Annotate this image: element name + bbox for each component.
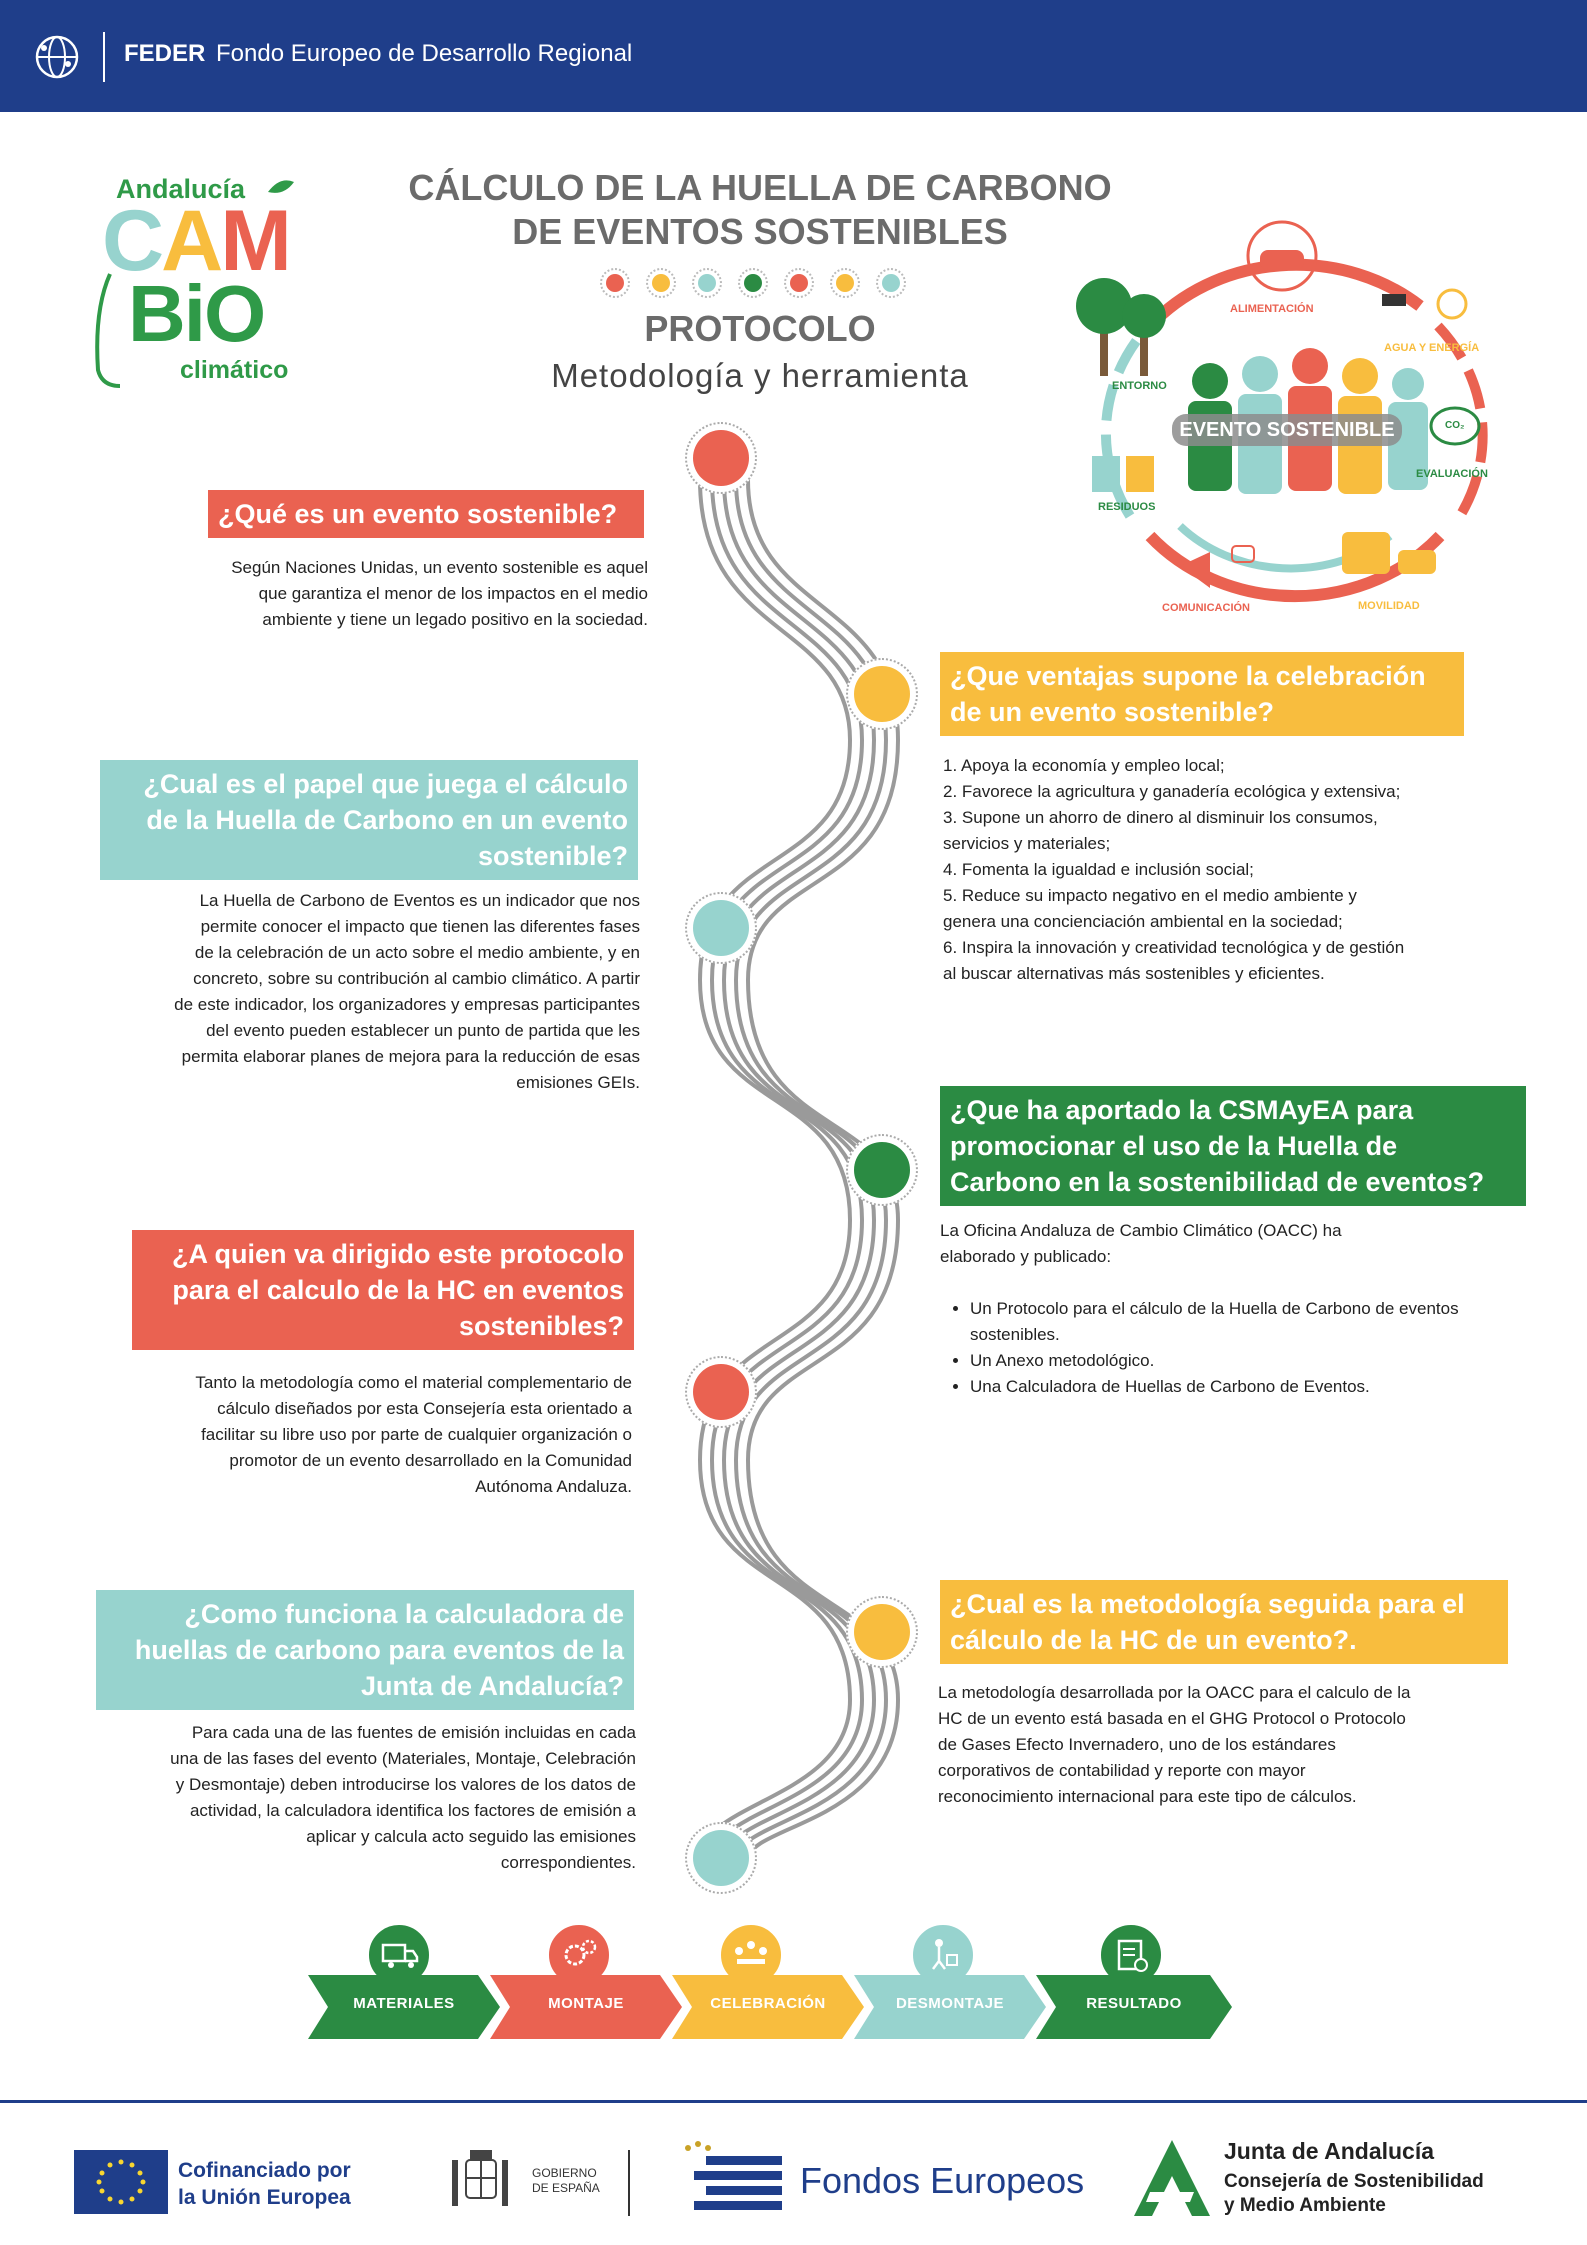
section-body-6: La metodología desarrollada por la OACC …: [938, 1683, 1411, 1806]
top-bar: FEDER Fondo Europeo de Desarrollo Region…: [0, 0, 1587, 112]
protocolo-heading: PROTOCOLO: [644, 308, 876, 349]
section-body-7: Para cada una de las fuentes de emisión …: [170, 1723, 636, 1872]
color-dots: [600, 268, 920, 300]
eu-flag-icon: [74, 2150, 168, 2214]
timeline-node-4: [846, 1134, 918, 1206]
diagram-center-label: EVENTO SOSTENIBLE: [1179, 419, 1395, 441]
logo-cam: CAM: [102, 193, 292, 289]
feder-label: FEDER: [124, 40, 206, 67]
logo-climatico: climático: [180, 356, 289, 384]
section-body-1: Según Naciones Unidas, un evento sosteni…: [231, 558, 648, 629]
header-separator: [103, 32, 105, 82]
diagram-ring: [1076, 220, 1488, 603]
timeline-node-7: [685, 1822, 757, 1894]
globe-icon: [35, 35, 79, 79]
logo-andalucia: Andalucía: [116, 174, 246, 204]
winding-road: [697, 479, 901, 1861]
timeline-node-5: [685, 1356, 757, 1428]
timeline-node-2: [846, 658, 918, 730]
label-entorno: ENTORNO: [1112, 380, 1167, 392]
phase-resultado: RESULTADO: [1036, 1975, 1232, 2039]
timeline-node-6: [846, 1596, 918, 1668]
fondos-europeos-icon: [685, 2141, 782, 2210]
section-body-3: La Huella de Carbono de Eventos es un in…: [174, 891, 640, 1092]
logo-bio: BiO: [128, 269, 266, 358]
label-agua: AGUA Y ENERGÍA: [1384, 342, 1480, 354]
footer-separator: [628, 2150, 630, 2216]
phase-desmontaje: DESMONTAJE: [854, 1975, 1046, 2039]
feder-description: Fondo Europeo de Desarrollo Regional: [216, 40, 633, 67]
label-residuos: RESIDUOS: [1098, 501, 1156, 513]
main-title-line2: DE EVENTOS SOSTENIBLES: [512, 211, 1008, 252]
label-comunicacion: COMUNICACIÓN: [1162, 602, 1250, 614]
fondos-europeos-text: Fondos Europeos: [800, 2160, 1085, 2201]
phase-celebracion: CELEBRACIÓN: [672, 1975, 864, 2039]
cambio-climatico-logo: Andalucía CAM BiO climático: [90, 170, 320, 390]
logo-swoosh: [95, 273, 121, 388]
megaphone-icon: [1180, 545, 1255, 588]
co2-label: CO₂: [1445, 420, 1465, 431]
recycling-bins-icon: [1092, 456, 1154, 492]
junta-andalucia-logo-icon: [1134, 2140, 1210, 2216]
section-body-4: La Oficina Andaluza de Cambio Climático …: [940, 1218, 1500, 1400]
label-alimentacion: ALIMENTACIÓN: [1230, 303, 1314, 315]
section-heading-1: ¿Qué es un evento sostenible?: [208, 490, 644, 538]
section-body-5: Tanto la metodología como el material co…: [195, 1373, 632, 1496]
junta-andalucia-text: Junta de Andalucía: [1224, 2138, 1435, 2164]
phase-montaje: MONTAJE: [490, 1975, 682, 2039]
subtitle: Metodología y herramienta: [551, 357, 969, 394]
sustainable-event-diagram: EVENTO SOSTENIBLE ALIMENTACIÓN AGUA Y EN…: [1060, 216, 1510, 636]
co2-cloud-icon: [1429, 406, 1481, 446]
section-list-2: 1. Apoya la economía y empleo local;2. F…: [943, 756, 1405, 983]
timeline-node-1: [685, 422, 757, 494]
water-energy-icon: [1382, 288, 1468, 320]
timeline-node-3: [685, 892, 757, 964]
phase-materiales: MATERIALES: [308, 1975, 500, 2039]
leaf-icon: [268, 180, 294, 193]
bus-car-icon: [1342, 532, 1436, 574]
food-icon: [1246, 220, 1318, 292]
label-movilidad: MOVILIDAD: [1358, 600, 1420, 612]
label-evaluacion: EVALUACIÓN: [1416, 468, 1488, 480]
footer-line: [0, 2100, 1587, 2103]
spain-coat-of-arms-icon: [452, 2150, 508, 2206]
main-title-line1: CÁLCULO DE LA HUELLA DE CARBONO: [408, 167, 1112, 208]
trees-icon: [1076, 278, 1166, 376]
